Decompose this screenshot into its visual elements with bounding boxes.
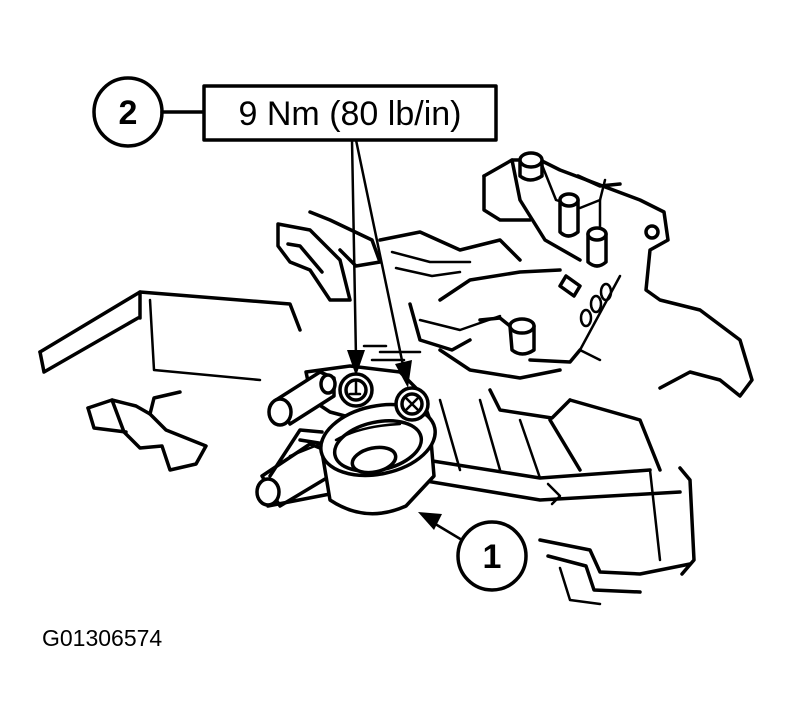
figure-code: G01306574	[42, 625, 162, 651]
arrowhead-left-bolt	[347, 350, 365, 376]
arrow-to-left-bolt	[350, 138, 358, 360]
callout-1: 1	[418, 512, 528, 592]
callout-2-number: 2	[119, 94, 138, 132]
callout-1-circle	[456, 520, 528, 592]
arrowhead-right-bolt	[395, 360, 412, 388]
transmission-housing	[38, 290, 696, 606]
callout-1-arrowhead	[418, 512, 442, 530]
callout-1-number: 1	[483, 538, 502, 576]
torque-spec-box	[202, 84, 498, 142]
arrow-to-right-bolt	[354, 138, 406, 372]
callout-1-leader	[430, 520, 464, 542]
callout-2: 2 9 Nm (80 lb/in)	[92, 76, 498, 388]
component-1-solenoid	[255, 364, 437, 516]
torque-spec-label: 9 Nm (80 lb/in)	[239, 95, 462, 133]
